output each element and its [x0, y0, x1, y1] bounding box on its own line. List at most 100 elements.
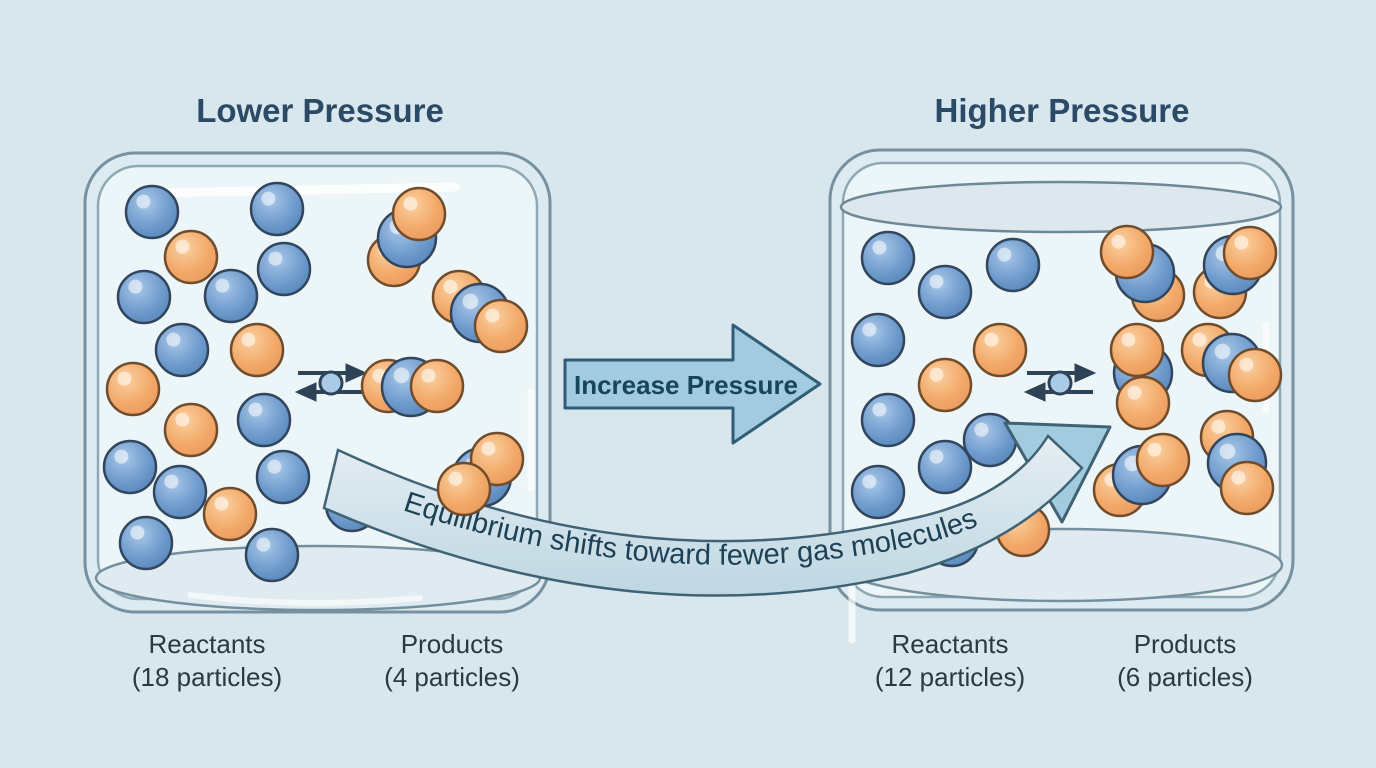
increase-pressure-arrow: Increase Pressure: [563, 323, 822, 445]
particle-highlight: [267, 459, 282, 474]
blue-particle: [860, 392, 916, 448]
orange-particle: [1227, 347, 1283, 403]
equilibrium-icon-right: [1023, 363, 1097, 402]
particle-highlight: [862, 322, 877, 337]
orange-particle: [1099, 224, 1155, 280]
blue-particle: [236, 392, 292, 448]
particle-highlight: [485, 308, 500, 323]
equilibrium-icon-left: [294, 363, 368, 402]
particle-highlight: [462, 293, 479, 310]
particle-highlight: [1111, 234, 1126, 249]
particle-highlight: [164, 474, 179, 489]
particle-highlight: [1192, 332, 1207, 347]
particle-highlight: [215, 278, 230, 293]
orange-particle: [391, 186, 447, 242]
particle-highlight: [1231, 470, 1246, 485]
blue-particle: [860, 230, 916, 286]
particle-highlight: [481, 441, 496, 456]
particle-highlight: [872, 240, 887, 255]
particle-highlight: [136, 194, 151, 209]
right-panel-title: Higher Pressure: [935, 92, 1190, 129]
blue-particle: [102, 439, 158, 495]
banner-ribbon: [322, 434, 1084, 597]
particle-highlight: [393, 367, 410, 384]
left-reactants-label: Reactants: [148, 629, 265, 659]
orange-particle: [917, 357, 973, 413]
particle-highlight: [403, 196, 418, 211]
blue-particle: [850, 312, 906, 368]
particle-highlight: [214, 496, 229, 511]
orange-particle: [409, 358, 465, 414]
particle-highlight: [448, 471, 463, 486]
blue-particle: [154, 322, 210, 378]
right-products-count: (6 particles): [1117, 662, 1253, 692]
right-panel-legend: Reactants (12 particles) Products (6 par…: [875, 629, 1253, 692]
particle-highlight: [929, 449, 944, 464]
orange-particle: [1222, 225, 1278, 281]
blue-particle: [850, 464, 906, 520]
right-products-label: Products: [1134, 629, 1237, 659]
left-reactant-particles: [102, 181, 380, 583]
particle-highlight: [984, 332, 999, 347]
blue-particle: [203, 268, 259, 324]
particle-highlight: [166, 332, 181, 347]
blue-particle: [249, 181, 305, 237]
orange-particle: [1219, 460, 1275, 516]
increase-pressure-label: Increase Pressure: [574, 370, 798, 400]
orange-particle: [163, 229, 219, 285]
particle-highlight: [1127, 385, 1142, 400]
left-product-molecules: [360, 186, 529, 517]
orange-particle: [105, 361, 161, 417]
orange-particle: [202, 486, 258, 542]
arrow-shape: [563, 323, 822, 445]
particle-highlight: [1121, 332, 1136, 347]
left-products-label: Products: [401, 629, 504, 659]
blue-particle: [244, 527, 300, 583]
particle-highlight: [128, 279, 143, 294]
right-reactants-count: (12 particles): [875, 662, 1025, 692]
particle-highlight: [114, 449, 129, 464]
particle-highlight: [256, 537, 271, 552]
blue-particle: [256, 241, 312, 297]
particle-highlight: [929, 367, 944, 382]
blue-particle: [116, 269, 172, 325]
blue-particle: [255, 449, 311, 505]
particle-highlight: [1234, 235, 1249, 250]
particle-highlight: [974, 422, 989, 437]
glass-highlight: [187, 592, 423, 606]
right-reactants-label: Reactants: [891, 629, 1008, 659]
orange-particle: [1115, 375, 1171, 431]
particle-highlight: [1147, 442, 1162, 457]
particle-highlight: [1214, 343, 1231, 360]
orange-particle: [436, 461, 492, 517]
blue-particle: [124, 184, 180, 240]
particle-highlight: [268, 251, 283, 266]
orange-particle: [473, 298, 529, 354]
particle-highlight: [872, 402, 887, 417]
right-product-molecules: [1092, 224, 1283, 518]
particle-highlight: [997, 247, 1012, 262]
particle-highlight: [241, 332, 256, 347]
particle-highlight: [421, 368, 436, 383]
particle-highlight: [117, 371, 132, 386]
orange-particle: [163, 402, 219, 458]
left-products-count: (4 particles): [384, 662, 520, 692]
left-reactants-count: (18 particles): [132, 662, 282, 692]
orange-particle: [972, 322, 1028, 378]
particle-highlight: [175, 239, 190, 254]
particle-highlight: [130, 525, 145, 540]
particle-highlight: [261, 191, 276, 206]
blue-particle: [917, 439, 973, 495]
particle-highlight: [443, 279, 458, 294]
particle-highlight: [862, 474, 877, 489]
particle-highlight: [248, 402, 263, 417]
blue-particle: [152, 464, 208, 520]
left-panel-title: Lower Pressure: [196, 92, 444, 129]
blue-particle: [917, 264, 973, 320]
piston-disc: [839, 180, 1283, 234]
particle-highlight: [175, 412, 190, 427]
orange-particle: [1135, 432, 1191, 488]
particle-highlight: [1219, 443, 1236, 460]
